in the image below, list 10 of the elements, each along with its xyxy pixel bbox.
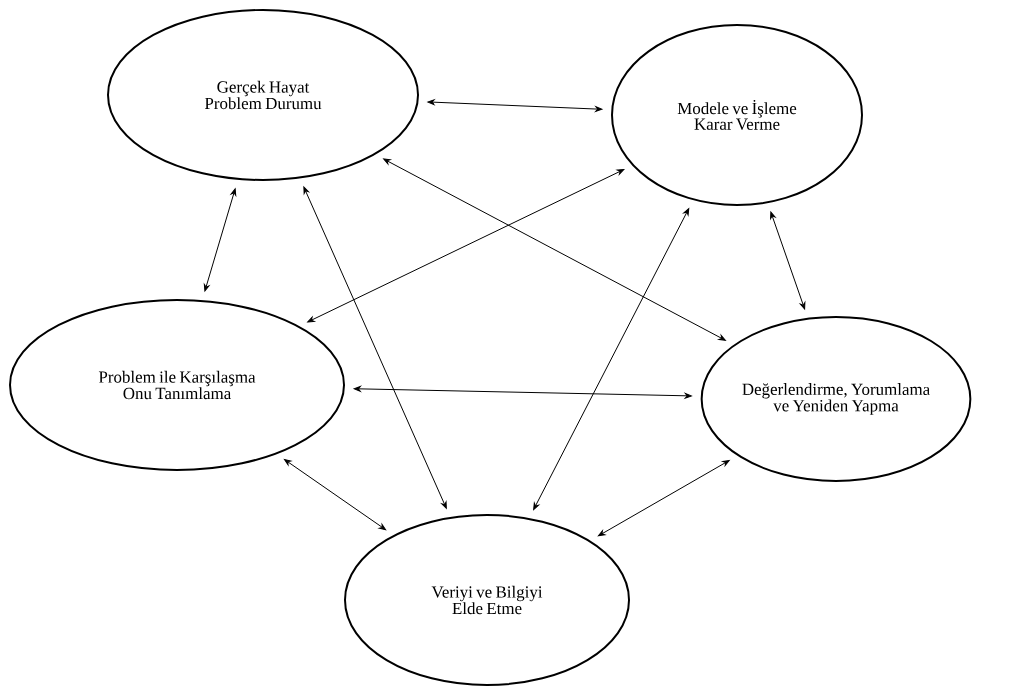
arrow <box>597 460 730 537</box>
arrow <box>203 188 237 292</box>
arrow <box>383 158 726 341</box>
arrow <box>303 186 447 509</box>
arrow <box>353 386 692 399</box>
arrow <box>770 211 806 310</box>
arrow <box>427 99 603 112</box>
arrow <box>283 459 387 531</box>
arrow <box>307 169 625 323</box>
arrow <box>533 208 690 510</box>
